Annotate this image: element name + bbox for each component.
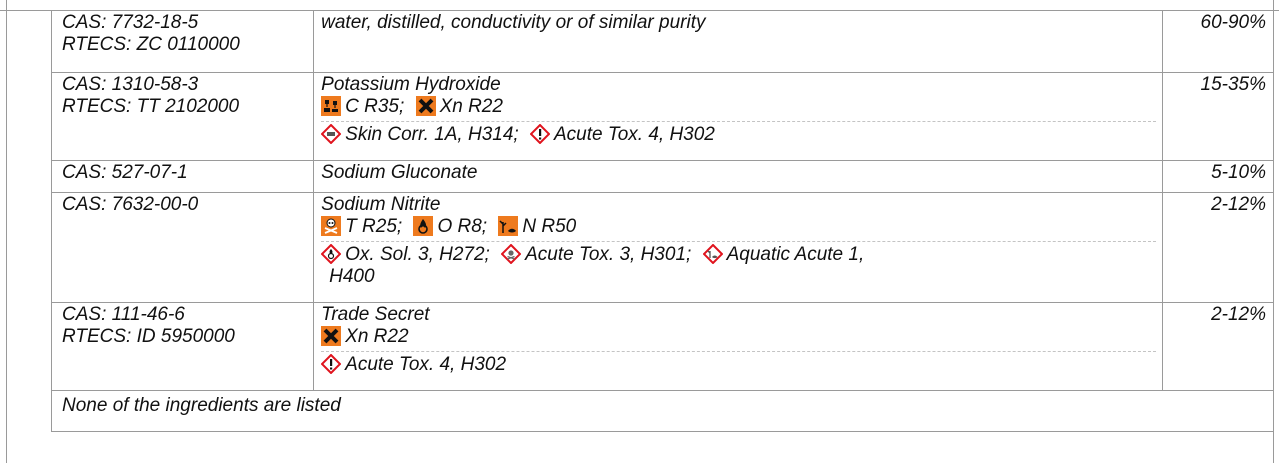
cas-number: CAS: 7732-18-5 bbox=[62, 12, 199, 33]
harmful-x-icon bbox=[415, 96, 436, 116]
rtecs-number: RTECS: ZC 0110000 bbox=[62, 34, 240, 55]
percent-cell: 2-12% bbox=[1161, 302, 1275, 391]
percent-cell: 2-12% bbox=[1161, 192, 1275, 303]
substance-name: Potassium Hydroxide bbox=[321, 74, 501, 95]
ghs-exclamation-icon bbox=[529, 124, 550, 144]
dsd-text: T R25; bbox=[345, 216, 403, 237]
clp-text: Acute Tox. 4, H302 bbox=[553, 124, 715, 145]
cas-number: CAS: 7632-00-0 bbox=[62, 194, 199, 215]
clp-text: Acute Tox. 3, H301; bbox=[525, 244, 692, 265]
identifier-cell: CAS: 1310-58-3 RTECS: TT 2102000 bbox=[50, 72, 315, 161]
clp-text: Ox. Sol. 3, H272; bbox=[345, 244, 490, 265]
percent-cell: 5-10% bbox=[1161, 160, 1275, 193]
ghs-exclamation-icon bbox=[321, 354, 342, 374]
cas-number: CAS: 1310-58-3 bbox=[62, 74, 199, 95]
percent-cell: 15-35% bbox=[1161, 72, 1275, 161]
substance-cell: Sodium Nitrite T R25; bbox=[313, 192, 1163, 303]
clp-classification: Acute Tox. 4, H302 bbox=[321, 351, 1156, 376]
footer-note: None of the ingredients are listed bbox=[51, 390, 1274, 432]
dsd-text: O R8; bbox=[437, 216, 488, 237]
substance-cell: Trade Secret Xn R22 Acute Tox. 4, H302 bbox=[313, 302, 1163, 391]
ghs-skull-icon bbox=[501, 244, 522, 264]
toxic-skull-icon bbox=[321, 216, 342, 236]
dsd-text: N R50 bbox=[522, 216, 577, 237]
identifier-cell: CAS: 111-46-6 RTECS: ID 5950000 bbox=[50, 302, 315, 391]
table-row: CAS: 7632-00-0 Sodium Nitrite T R25; bbox=[50, 192, 1275, 303]
clp-text: Acute Tox. 4, H302 bbox=[345, 354, 507, 375]
dsd-text: C R35; bbox=[345, 96, 405, 117]
clp-text-continued: H400 bbox=[329, 266, 375, 287]
percent-cell: 60-90% bbox=[1161, 10, 1275, 73]
cas-number: CAS: 527-07-1 bbox=[62, 162, 188, 183]
harmful-x-icon bbox=[321, 326, 342, 346]
corrosive-icon bbox=[321, 96, 342, 116]
clp-text: Aquatic Acute 1, bbox=[726, 244, 865, 265]
substance-cell: Sodium Gluconate bbox=[313, 160, 1163, 193]
cas-number: CAS: 111-46-6 bbox=[62, 304, 185, 325]
environment-tree-icon bbox=[498, 216, 519, 236]
ghs-environment-icon bbox=[702, 244, 723, 264]
substance-name: Sodium Nitrite bbox=[321, 194, 441, 215]
footer-row: None of the ingredients are listed bbox=[51, 390, 1274, 432]
clp-text: Skin Corr. 1A, H314; bbox=[345, 124, 519, 145]
identifier-cell: CAS: 7732-18-5 RTECS: ZC 0110000 bbox=[50, 10, 315, 73]
ghs-oxidizer-icon bbox=[321, 244, 342, 264]
dsd-text: Xn R22 bbox=[439, 96, 503, 117]
dsd-text: Xn R22 bbox=[345, 326, 409, 347]
substance-name: Sodium Gluconate bbox=[321, 162, 478, 183]
ingredients-table: CAS: 7732-18-5 RTECS: ZC 0110000 water, … bbox=[50, 10, 1275, 432]
right-border bbox=[1273, 0, 1279, 463]
identifier-cell: CAS: 527-07-1 bbox=[50, 160, 315, 193]
identifier-cell: CAS: 7632-00-0 bbox=[50, 192, 315, 303]
substance-cell: water, distilled, conductivity or of sim… bbox=[313, 10, 1163, 73]
table-row: CAS: 7732-18-5 RTECS: ZC 0110000 water, … bbox=[50, 10, 1275, 73]
ghs-corrosion-icon bbox=[321, 124, 342, 144]
substance-name: water, distilled, conductivity or of sim… bbox=[321, 12, 706, 33]
table-row: CAS: 1310-58-3 RTECS: TT 2102000 Potassi… bbox=[50, 72, 1275, 161]
dsd-classification: C R35; Xn R22 bbox=[321, 96, 1156, 118]
dsd-classification: T R25; O R8; N R50 bbox=[321, 216, 1156, 238]
clp-classification: Skin Corr. 1A, H314; Acute Tox. 4, H302 bbox=[321, 121, 1156, 146]
rtecs-number: RTECS: TT 2102000 bbox=[62, 96, 240, 117]
table-row: CAS: 527-07-1 Sodium Gluconate 5-10% bbox=[50, 160, 1275, 193]
dsd-classification: Xn R22 bbox=[321, 326, 1156, 348]
substance-name: Trade Secret bbox=[321, 304, 430, 325]
left-border bbox=[0, 0, 7, 463]
substance-cell: Potassium Hydroxide C R35; bbox=[313, 72, 1163, 161]
oxidizing-flame-icon bbox=[413, 216, 434, 236]
rtecs-number: RTECS: ID 5950000 bbox=[62, 326, 235, 347]
table-row: CAS: 111-46-6 RTECS: ID 5950000 Trade Se… bbox=[50, 302, 1275, 391]
clp-classification: Ox. Sol. 3, H272; Acute Tox. 3, H301; Aq… bbox=[321, 241, 1156, 288]
